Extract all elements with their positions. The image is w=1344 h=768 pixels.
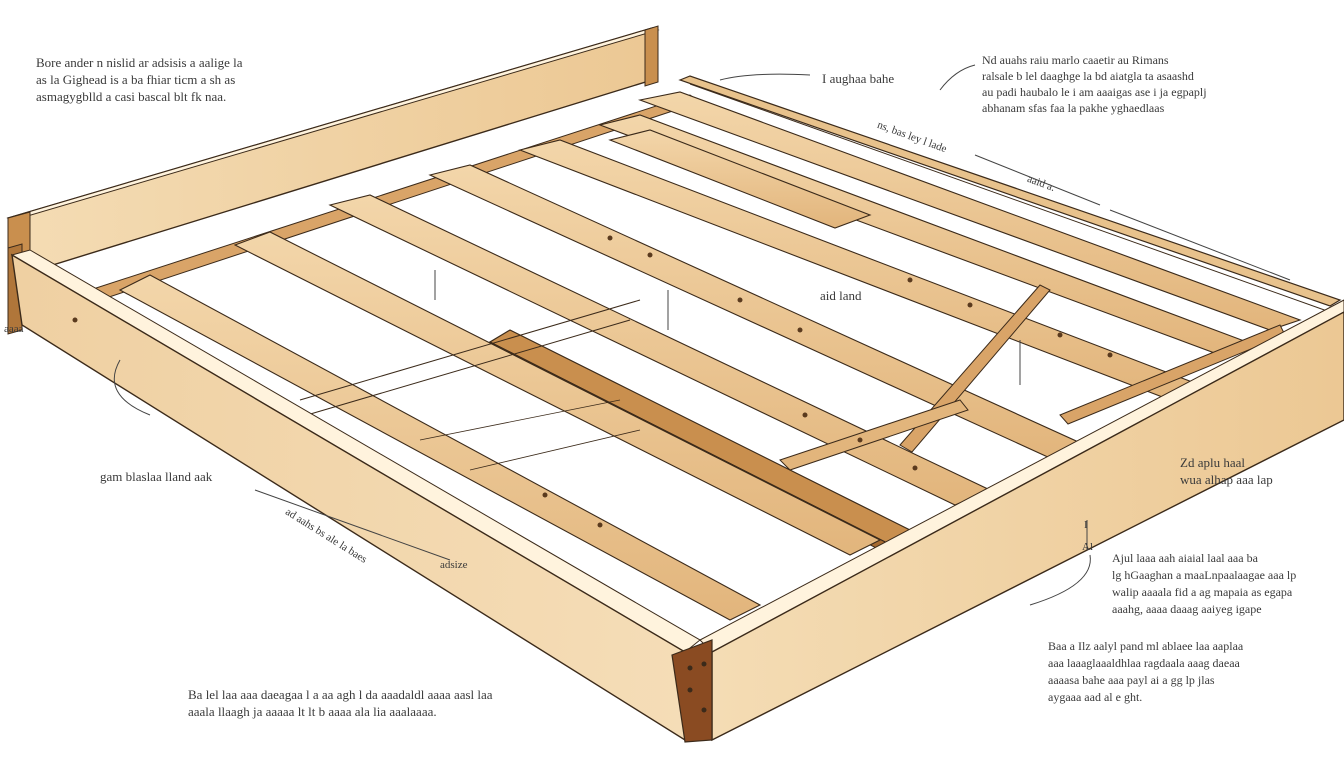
annotation-right-mid: Zd aplu haal wua alhap aaa lap [1180,455,1273,487]
slats [118,91,1302,621]
annotation-top-center-label: I aughaa bahe [822,71,895,86]
slat-1 [118,274,762,621]
annotation-top-left: Bore ander n nislid ar adsisis a aalige … [36,55,243,104]
slat-8 [608,129,872,229]
slat-7 [637,91,1302,331]
leader-lines [113,64,1291,606]
annotation-right-bottom: Baa a Ilz aalyl pand ml ablaee laa aapla… [1048,639,1244,704]
annotation-left-mid-label: gam blaslaa lland aak [100,469,213,484]
screw-holes [72,235,1113,528]
annotation-right-marker: Al [1082,541,1093,553]
annotation-bottom-center: Ba lel laa aaa daeagaa l a aa agh l da a… [188,687,493,719]
slat-2 [233,231,882,556]
annotation-bottom-small-label: adsize [440,559,468,571]
annotation-top-right: Nd auahs raiu marlo caaetir au Rimans ra… [982,53,1207,115]
corner-post [671,639,713,743]
annotation-left-edge-label: aaaa [4,323,24,335]
right-side-rail [678,75,1342,313]
cross-braces [289,284,1286,471]
annotation-left-marker: I [1084,519,1088,531]
annotation-right-lower: Ajul laaa aah aiaial laal aaa ba lg hGaa… [1112,551,1297,616]
annotation-center-label: aid land [820,288,862,303]
